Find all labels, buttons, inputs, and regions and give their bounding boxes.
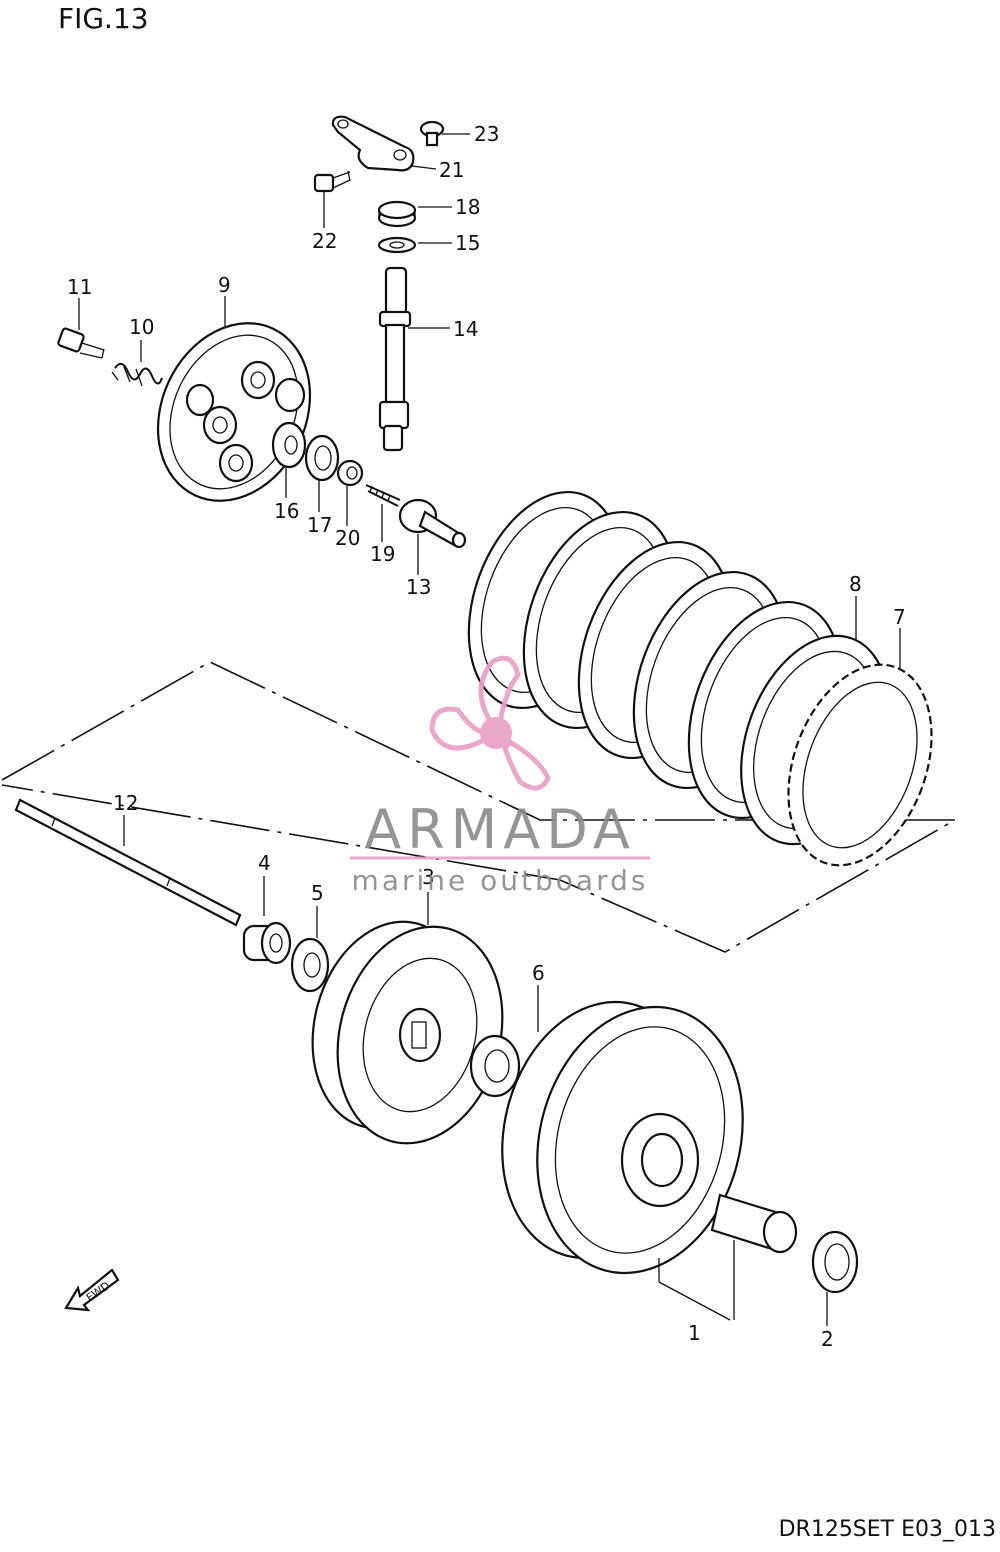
drawing-code: DR125SET E03_013 (778, 1517, 996, 1542)
callout-21: 21 (439, 158, 464, 182)
callout-13: 13 (406, 575, 431, 599)
figure-title: FIG.13 (58, 2, 149, 35)
pressure-plate-9 (156, 322, 312, 502)
callout-14: 14 (453, 317, 478, 341)
callout-4: 4 (258, 851, 271, 875)
washer-16 (271, 421, 307, 469)
nut-18 (377, 200, 417, 228)
washer-6 (469, 1034, 521, 1098)
callout-11: 11 (67, 275, 92, 299)
brand-name: ARMADA (364, 798, 636, 861)
washer-5 (290, 937, 330, 993)
brand-tagline: marine outboards (352, 864, 649, 897)
spacer-4 (242, 921, 292, 965)
clutch-plate-stack (467, 490, 933, 867)
push-piece-13 (398, 498, 467, 549)
callout-8: 8 (849, 572, 862, 596)
callout-15: 15 (455, 231, 480, 255)
clutch-sleeve-hub-3 (311, 920, 504, 1145)
clutch-lever-21 (331, 115, 415, 172)
armada-watermark: ARMADA marine outboards (350, 655, 650, 897)
callout-3: 3 (422, 865, 435, 889)
leader-lines (78, 133, 901, 1326)
washer-2 (811, 1230, 859, 1294)
callout-18: 18 (455, 195, 480, 219)
plates-group-outline (1, 661, 959, 953)
nut-20 (336, 459, 364, 487)
callout-23: 23 (474, 122, 499, 146)
callout-22: 22 (312, 229, 337, 253)
spring-10 (111, 362, 163, 387)
callout-7: 7 (893, 605, 906, 629)
callout-5: 5 (311, 881, 324, 905)
propeller-logo-icon (429, 655, 551, 791)
callout-17: 17 (307, 513, 332, 537)
callout-2: 2 (821, 1327, 834, 1351)
forward-direction-arrow: FWD (64, 1268, 120, 1312)
callout-10: 10 (129, 315, 154, 339)
callout-12: 12 (113, 791, 138, 815)
push-rod-12 (14, 798, 242, 927)
callout-16: 16 (274, 499, 299, 523)
bolt-11 (57, 327, 105, 359)
callout-19: 19 (370, 542, 395, 566)
callout-1: 1 (688, 1321, 701, 1345)
pin-19 (365, 484, 401, 507)
screw-23 (419, 120, 445, 147)
bearing-17 (304, 434, 340, 482)
clutch-housing-1 (501, 1000, 798, 1275)
callout-6: 6 (532, 961, 545, 985)
washer-15 (377, 236, 417, 254)
release-shaft-14 (378, 266, 412, 452)
callout-labels: 1 2 3 4 5 6 7 8 9 10 11 12 13 14 15 16 1… (67, 122, 906, 1351)
callout-9: 9 (218, 273, 231, 297)
bolt-22 (313, 170, 351, 193)
callout-20: 20 (335, 526, 360, 550)
